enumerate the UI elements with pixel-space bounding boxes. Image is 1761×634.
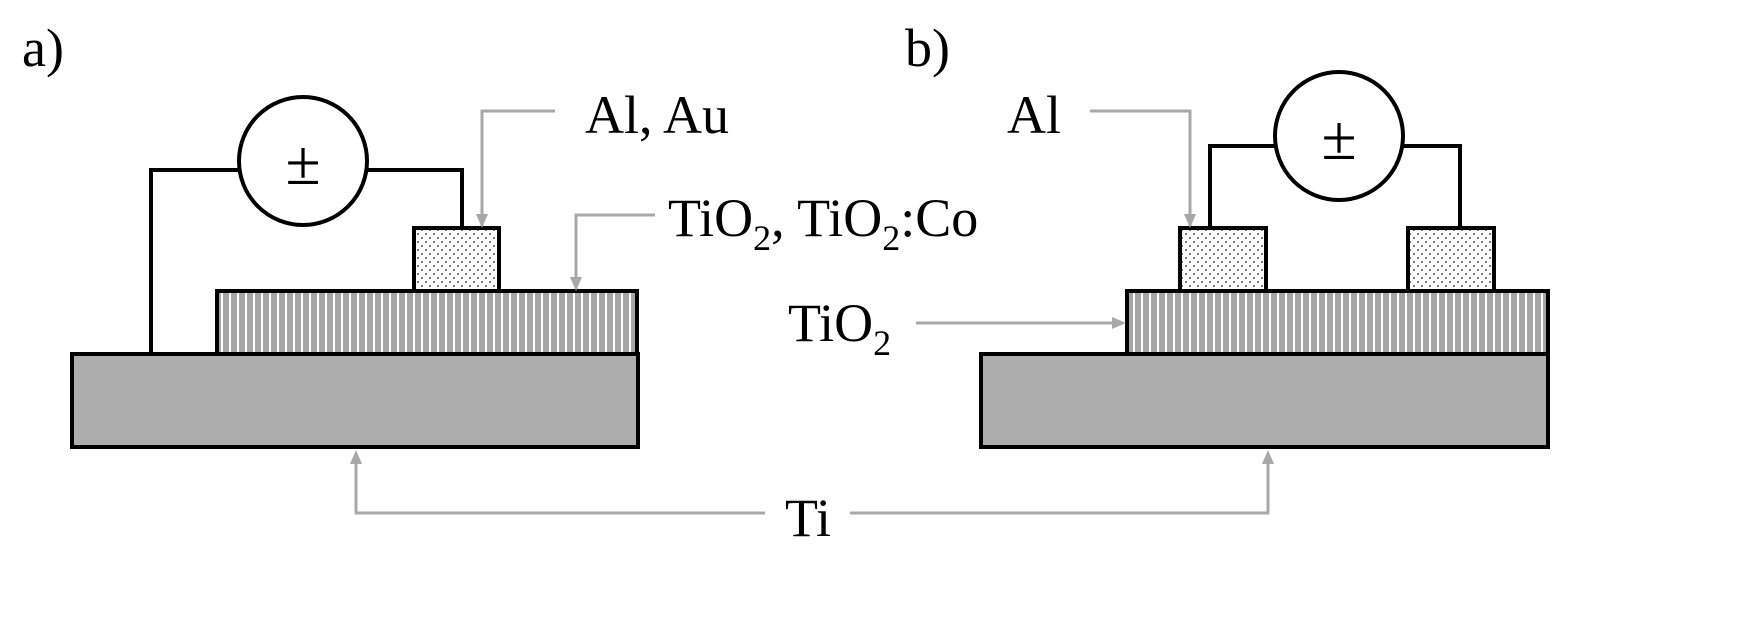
panel-a-top-contact: [412, 226, 501, 293]
panel-b-oxide-layer: [1125, 289, 1550, 356]
substrate-pointer-right: [850, 462, 1270, 515]
panel-b: b) ± Al TiO2: [788, 18, 1550, 449]
panel-a-oxide-label: TiO2, TiO2:Co: [668, 188, 978, 258]
panel-a-electrode-arrowhead: [476, 214, 488, 228]
substrate-pointer-left: [354, 462, 765, 515]
panel-a-power-source-circle: [237, 95, 369, 227]
panel-b-power-source: ±: [1273, 70, 1405, 202]
panel-b-electrode-pointer: [1090, 109, 1192, 226]
panel-a-power-source: ±: [237, 95, 369, 227]
panel-b-contact-right: [1406, 226, 1496, 293]
panel-b-contact-left: [1178, 226, 1268, 293]
panel-b-electrode-label: Al: [1007, 85, 1061, 145]
substrate-arrowhead-left: [350, 450, 362, 464]
panel-b-label: b): [905, 18, 950, 78]
panel-a: a) ± Al, Au TiO2, TiO2:Co: [22, 18, 978, 449]
panel-b-wire-left: [1208, 144, 1275, 228]
panel-b-oxide-label: TiO2: [788, 293, 891, 363]
panel-a-ti-substrate: [70, 352, 640, 449]
panel-a-plus-minus-icon: ±: [285, 127, 320, 198]
panel-b-plus-minus-icon: ±: [1321, 102, 1356, 173]
panel-b-power-source-circle: [1273, 70, 1405, 202]
substrate-label: Ti: [785, 488, 831, 548]
panel-b-wire-right: [1403, 144, 1462, 228]
panel-a-oxide-pointer: [574, 213, 655, 289]
panel-b-ti-substrate: [979, 352, 1550, 449]
panel-a-electrode-pointer: [480, 109, 555, 226]
panel-a-wire-right: [366, 168, 464, 228]
panel-a-wire-left: [149, 168, 240, 354]
substrate-arrowhead-right: [1262, 450, 1274, 464]
substrate-callout: Ti: [350, 450, 1274, 548]
panel-a-oxide-arrowhead: [570, 277, 582, 291]
panel-b-oxide-arrowhead: [1112, 317, 1126, 329]
panel-b-electrode-arrowhead: [1184, 214, 1196, 228]
panel-a-oxide-layer: [215, 289, 639, 356]
panel-a-label: a): [22, 18, 64, 78]
panel-a-electrode-label: Al, Au: [585, 85, 729, 145]
